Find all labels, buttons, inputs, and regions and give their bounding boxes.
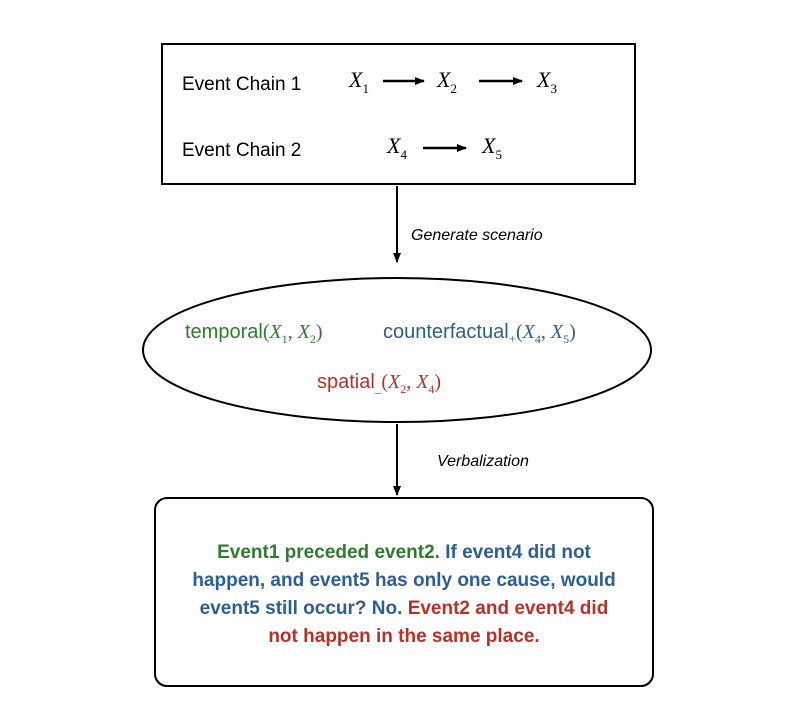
output-line-2: happen, and event5 has only one cause, w… — [192, 570, 615, 591]
counterfactual-relation: counterfactual+(X4, X5) — [383, 321, 576, 346]
verbalization-box — [154, 497, 654, 687]
temporal-relation: temporal(X1, X2) — [185, 321, 323, 346]
chain2-node-x4: X4 — [386, 133, 407, 162]
spatial-relation: spatial_(X2, X4) — [317, 371, 441, 396]
chain1-node-x2: X2 — [436, 67, 457, 96]
event-chain-2-label: Event Chain 2 — [182, 140, 301, 161]
output-line-3: event5 still occur? No. Event2 and event… — [200, 598, 609, 619]
event-chains-box — [161, 43, 636, 185]
chain1-node-x3: X3 — [536, 67, 557, 96]
chain2-node-x5: X5 — [481, 133, 502, 162]
output-line-1: Event1 preceded event2. If event4 did no… — [217, 542, 591, 563]
chain1-node-x1: X1 — [348, 67, 369, 96]
output-line-4: not happen in the same place. — [268, 626, 539, 647]
verbalization-label: Verbalization — [437, 453, 529, 470]
event-chain-1-label: Event Chain 1 — [182, 74, 301, 95]
generate-scenario-label: Generate scenario — [411, 227, 543, 244]
relations-ellipse — [142, 277, 652, 423]
